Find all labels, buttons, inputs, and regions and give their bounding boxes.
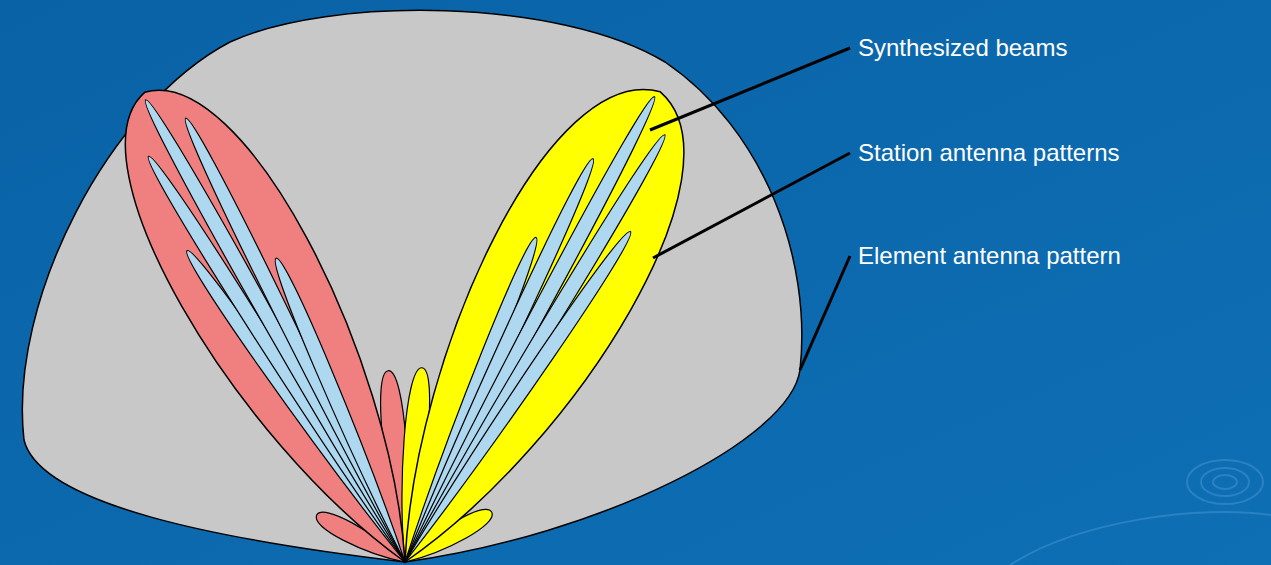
station-pattern-right	[338, 55, 729, 565]
leader-lines	[650, 48, 850, 370]
leader-line	[800, 256, 850, 370]
callout-label: Station antenna patterns	[858, 139, 1120, 168]
leader-line	[650, 48, 850, 130]
callout-label: Synthesized beams	[858, 34, 1067, 63]
synthesized-beams	[139, 93, 671, 565]
callout-label: Element antenna pattern	[858, 242, 1121, 271]
ripple-decoration	[1010, 460, 1271, 565]
leader-line	[653, 153, 850, 258]
station-pattern-left	[82, 58, 467, 565]
